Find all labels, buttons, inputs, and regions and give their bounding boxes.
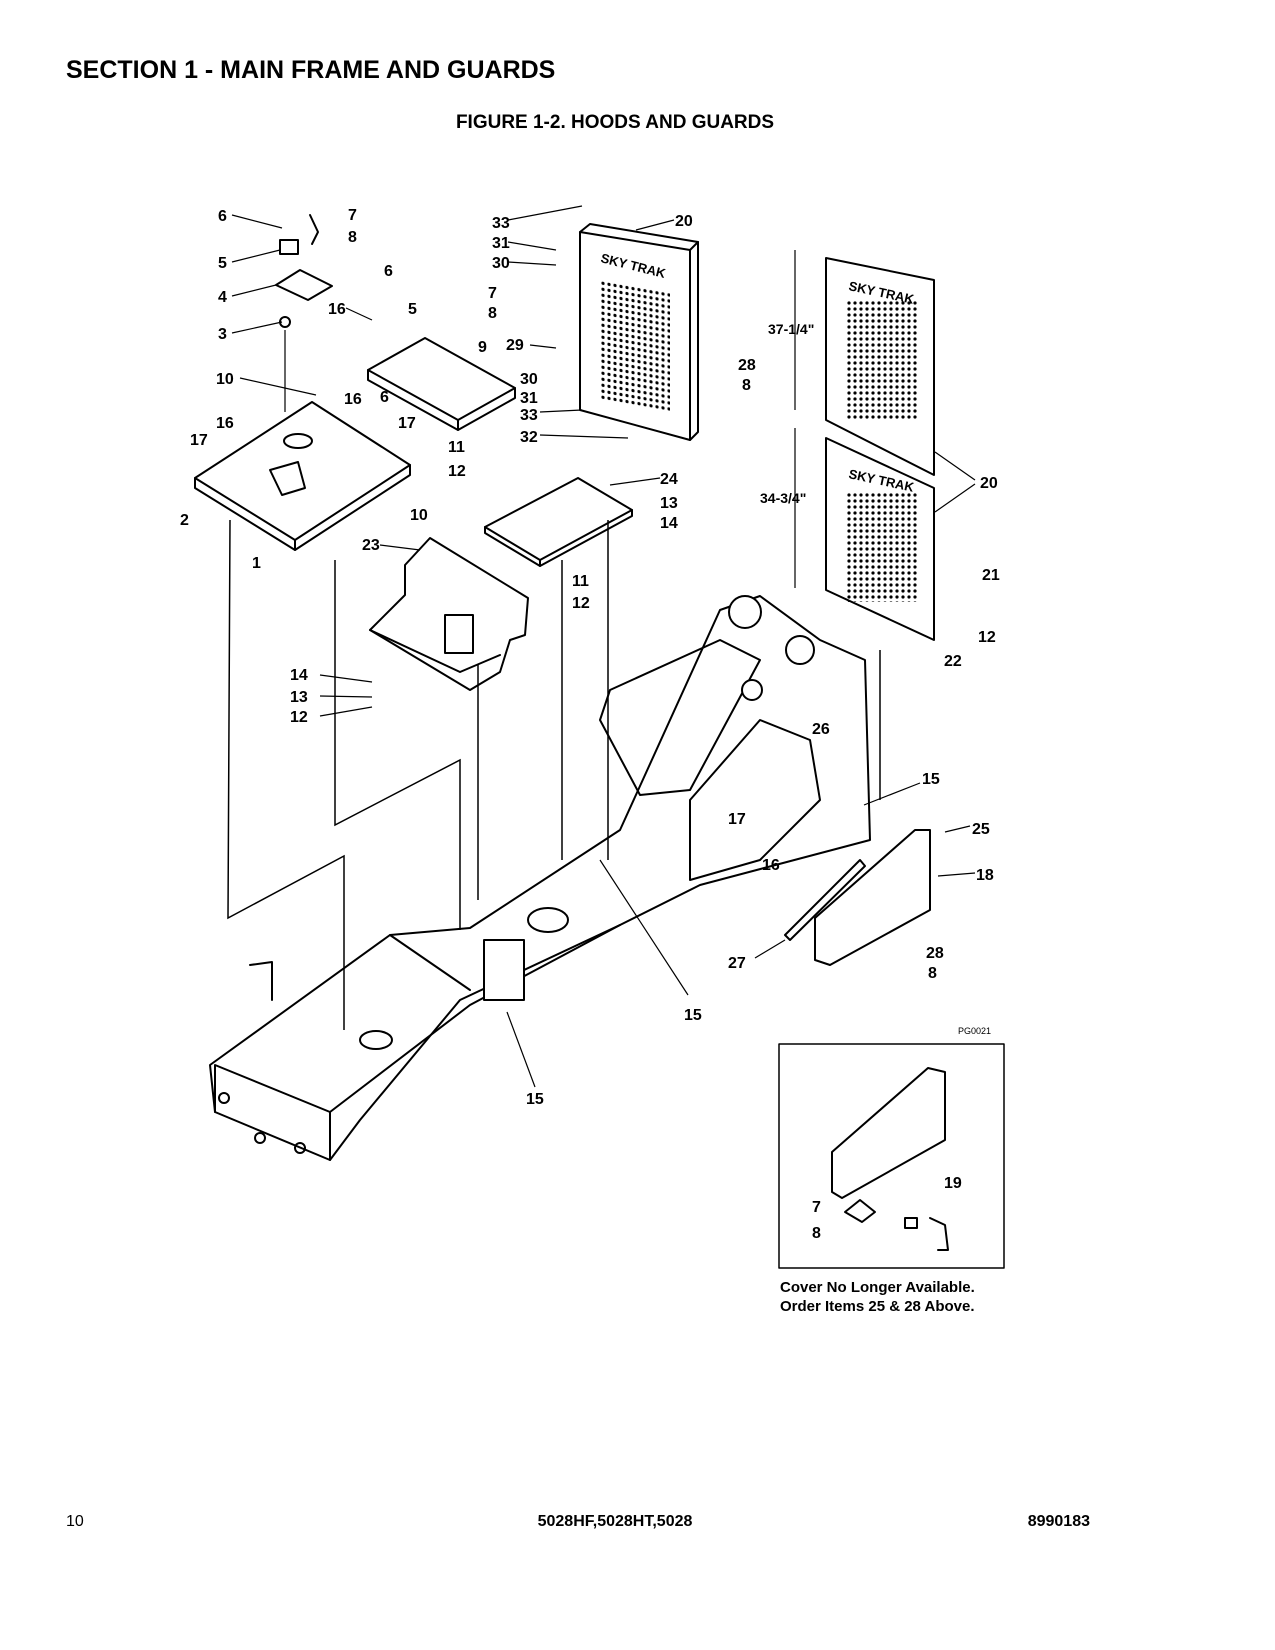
svg-text:1: 1 xyxy=(252,555,261,572)
lower-grille-panel xyxy=(825,437,935,641)
inset-caption: Cover No Longer Available. Order Items 2… xyxy=(780,1278,1020,1316)
svg-text:11: 11 xyxy=(572,573,589,590)
hood-latch xyxy=(275,214,333,328)
svg-text:15: 15 xyxy=(922,771,940,788)
svg-text:28: 28 xyxy=(926,945,944,962)
svg-text:31: 31 xyxy=(520,390,538,407)
svg-text:30: 30 xyxy=(492,255,510,272)
svg-text:17: 17 xyxy=(190,432,208,449)
svg-text:6: 6 xyxy=(384,263,393,280)
side-guard-25 xyxy=(784,829,931,966)
svg-text:20: 20 xyxy=(675,213,693,230)
main-frame xyxy=(209,595,871,1161)
drawing-reference: PG0021 xyxy=(958,1026,991,1036)
svg-text:8: 8 xyxy=(488,305,497,322)
figure-title: FIGURE 1-2. HOODS AND GUARDS xyxy=(455,112,775,133)
svg-text:8: 8 xyxy=(348,229,357,246)
svg-text:12: 12 xyxy=(448,463,466,480)
grille-door xyxy=(579,223,699,441)
svg-text:27: 27 xyxy=(728,955,746,972)
svg-text:20: 20 xyxy=(980,475,998,492)
svg-text:25: 25 xyxy=(972,821,990,838)
svg-text:12: 12 xyxy=(572,595,590,612)
svg-text:16: 16 xyxy=(216,415,234,432)
svg-text:26: 26 xyxy=(812,721,830,738)
svg-text:8: 8 xyxy=(812,1225,821,1242)
svg-text:17: 17 xyxy=(728,811,746,828)
upper-grille-dimension: 37-1/4" xyxy=(768,321,814,337)
svg-text:10: 10 xyxy=(216,371,234,388)
page-number: 10 xyxy=(66,1513,84,1530)
svg-text:13: 13 xyxy=(660,495,678,512)
inset-caption-line2: Order Items 25 & 28 Above. xyxy=(780,1298,975,1315)
svg-text:13: 13 xyxy=(290,689,308,706)
manual-part-number: 8990183 xyxy=(1027,1513,1090,1530)
svg-text:7: 7 xyxy=(488,285,497,302)
svg-text:7: 7 xyxy=(812,1199,821,1216)
svg-text:24: 24 xyxy=(660,471,678,488)
svg-text:14: 14 xyxy=(290,667,308,684)
front-hood-23 xyxy=(369,537,529,691)
svg-text:6: 6 xyxy=(218,208,227,225)
svg-text:23: 23 xyxy=(362,537,380,554)
svg-text:30: 30 xyxy=(520,371,538,388)
svg-text:6: 6 xyxy=(380,389,389,406)
svg-text:22: 22 xyxy=(944,653,962,670)
top-cover-24 xyxy=(484,477,633,567)
svg-text:11: 11 xyxy=(448,439,465,456)
model-list: 5028HF,5028HT,5028 xyxy=(537,1513,693,1530)
svg-text:16: 16 xyxy=(762,857,780,874)
svg-text:19: 19 xyxy=(944,1175,962,1192)
svg-text:16: 16 xyxy=(344,391,362,408)
lower-grille-dimension: 34-3/4" xyxy=(760,490,806,506)
svg-text:18: 18 xyxy=(976,867,994,884)
svg-text:29: 29 xyxy=(506,337,524,354)
svg-text:15: 15 xyxy=(526,1091,544,1108)
upper-grille-panel xyxy=(825,257,935,476)
svg-text:9: 9 xyxy=(478,339,487,356)
svg-text:15: 15 xyxy=(684,1007,702,1024)
left-hood-panel xyxy=(194,401,411,551)
callout-labels: 6 5 4 3 10 16 17 2 1 7 8 6 16 5 7 8 9 16… xyxy=(180,207,1000,1242)
inset-cover-drawing xyxy=(831,1067,949,1251)
svg-text:32: 32 xyxy=(520,429,538,446)
svg-text:16: 16 xyxy=(328,301,346,318)
svg-text:5: 5 xyxy=(408,301,417,318)
svg-text:3: 3 xyxy=(218,326,227,343)
svg-text:17: 17 xyxy=(398,415,416,432)
svg-text:8: 8 xyxy=(928,965,937,982)
svg-text:31: 31 xyxy=(492,235,510,252)
svg-text:14: 14 xyxy=(660,515,678,532)
svg-text:12: 12 xyxy=(290,709,308,726)
svg-text:2: 2 xyxy=(180,512,189,529)
svg-text:10: 10 xyxy=(410,507,428,524)
section-title: SECTION 1 - MAIN FRAME AND GUARDS xyxy=(66,56,556,84)
inset-caption-line1: Cover No Longer Available. xyxy=(780,1279,975,1296)
inset-frame xyxy=(778,1043,1005,1269)
svg-text:33: 33 xyxy=(520,407,538,424)
svg-text:33: 33 xyxy=(492,215,510,232)
svg-text:28: 28 xyxy=(738,357,756,374)
upper-middle-cover xyxy=(367,337,516,431)
svg-text:21: 21 xyxy=(982,567,1000,584)
svg-text:5: 5 xyxy=(218,255,227,272)
svg-text:12: 12 xyxy=(978,629,996,646)
svg-text:4: 4 xyxy=(218,289,227,306)
svg-text:8: 8 xyxy=(742,377,751,394)
svg-text:7: 7 xyxy=(348,207,357,224)
